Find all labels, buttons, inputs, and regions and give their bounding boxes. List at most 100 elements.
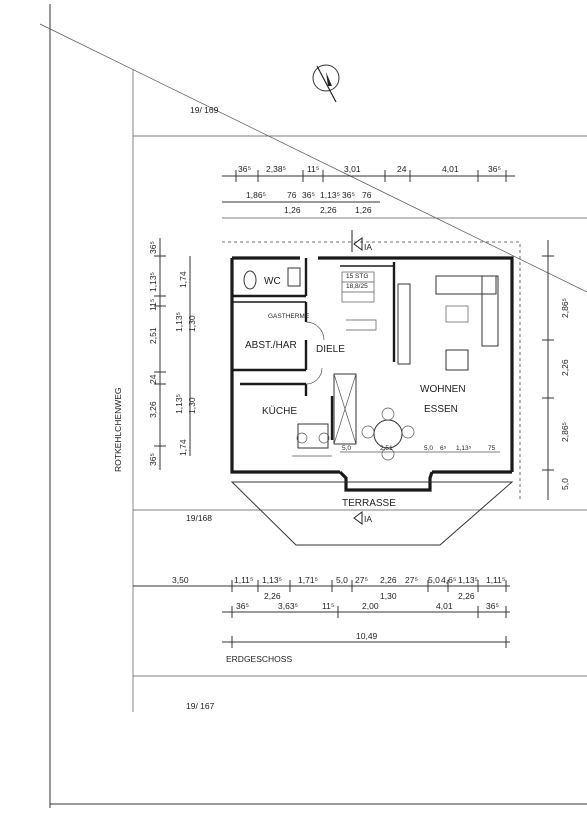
dim-left-inner-e: 1,30 (187, 397, 197, 414)
dim-bottom-1-k: 1,13⁵ (458, 575, 478, 585)
dim-ticks-top (235, 170, 507, 182)
terrace-outline (230, 481, 514, 546)
dim-bottom-2-c: 2,26 (458, 591, 475, 601)
dim-bottom-1-j: 4,6⁵ (441, 575, 456, 585)
dim-inside-f: 75 (488, 445, 496, 452)
room-label-wc: WC (264, 276, 281, 287)
plan-title: ERDGESCHOSS (226, 654, 292, 664)
dim-bottom-1-h: 27⁵ (405, 575, 418, 585)
building-outline (230, 256, 514, 474)
interior-walls (232, 258, 396, 440)
dim-ticks-bottom (231, 580, 507, 648)
dim-top-2-e: 36⁵ (342, 190, 355, 200)
bay-window (338, 470, 434, 492)
north-arrow-icon (312, 64, 340, 103)
dim-inside-e: 1,13⁵ (456, 445, 472, 452)
dim-left-e: 24 (148, 374, 158, 384)
room-label-abst-har: ABST./HAR (245, 340, 297, 351)
dining-table (361, 407, 415, 461)
dim-left-d: 2,51 (148, 327, 158, 344)
dim-top-2-d: 1,13⁵ (320, 190, 340, 200)
sofa (435, 275, 499, 347)
dim-bottom-total: 10,49 (356, 631, 378, 641)
dim-bottom-2-b: 1,30 (380, 591, 397, 601)
door-diele (305, 321, 325, 341)
diagonal-guide-line (39, 23, 587, 293)
parcel-label-south: 19/ 167 (186, 701, 215, 711)
toilet-icon (243, 270, 257, 290)
dim-top-1-b: 2,38⁵ (266, 164, 286, 174)
closet-unit (333, 373, 357, 445)
dim-top-1-a: 36⁵ (238, 164, 251, 174)
dim-top-3-b: 2,26 (320, 205, 337, 215)
dim-bottom-1-i: 5,0 (428, 575, 440, 585)
dim-top-2-b: 76 (287, 190, 297, 200)
room-label-terrasse: TERRASSE (342, 498, 396, 509)
dim-top-1-g: 36⁵ (488, 164, 501, 174)
dim-inside-c: 5,0 (424, 445, 433, 452)
dim-right-b: 2,26 (560, 359, 570, 376)
street-name: ROTKEHLCHENWEG (113, 387, 123, 472)
dim-left-inner-c: 1,30 (187, 315, 197, 332)
dim-left-inner-f: 1,74 (178, 439, 188, 456)
roof-outline (222, 241, 521, 500)
dim-left-inner-a: 1,74 (178, 271, 188, 288)
room-label-essen: ESSEN (424, 404, 458, 415)
dim-right-a: 2,86⁵ (560, 298, 570, 318)
dim-bottom-3-c: 11⁵ (322, 601, 334, 611)
sink-icon (287, 267, 301, 287)
section-marker-top-label: IA (364, 242, 372, 252)
dim-left-f: 3,26 (148, 401, 158, 418)
room-label-diele: DIELE (316, 344, 345, 355)
annotation-stair-steps: 15 STG (346, 273, 368, 280)
dim-left-inner-b: 1,13⁵ (174, 312, 184, 332)
dim-left-inner-d: 1,13⁵ (174, 394, 184, 414)
closet-diagonal-2 (333, 373, 357, 445)
dim-bottom-3-b: 3,63⁵ (278, 601, 298, 611)
annotation-gastherme: GASTHERME (268, 313, 310, 320)
dim-bottom-3-f: 36⁵ (486, 601, 499, 611)
dim-bottom-2-a: 2,26 (264, 591, 281, 601)
dim-top-3-c: 1,26 (355, 205, 372, 215)
dim-left-b: 1,13⁵ (148, 272, 158, 292)
dim-top-1-d: 3,01 (344, 164, 361, 174)
dim-bottom-3-a: 36⁵ (236, 601, 249, 611)
dim-top-1-f: 4,01 (442, 164, 459, 174)
dim-bottom-1-g: 2,26 (380, 575, 397, 585)
section-marker-bottom-label: IA (364, 514, 372, 524)
dim-right-d: 5,0 (560, 478, 570, 490)
section-marker-bottom-icon (353, 511, 363, 525)
dim-bottom-1-b: 1,11⁵ (234, 575, 253, 585)
dim-left-a: 36⁵ (148, 241, 158, 254)
dim-bottom-1-a: 3,50 (172, 575, 189, 585)
dim-bottom-1-d: 1,71⁵ (298, 575, 318, 585)
dim-bottom-1-l: 1,11⁵ (486, 575, 505, 585)
dim-top-1-c: 11⁵ (307, 164, 319, 174)
dim-top-2-c: 36⁵ (302, 190, 315, 200)
annotation-stair-ratio: 18,8/25 (346, 283, 368, 290)
dim-top-1-e: 24 (397, 164, 407, 174)
dim-bottom-3-d: 2,00 (362, 601, 379, 611)
dim-inside-d: 6⁵ (440, 445, 447, 452)
dim-inside-a: 5,0 (342, 445, 351, 452)
kitchen-table (296, 423, 330, 449)
dim-bottom-1-f: 27⁵ (355, 575, 368, 585)
parcel-label-north: 19/ 169 (190, 105, 219, 115)
dim-inside-b: 2,51 (380, 445, 393, 452)
room-label-kueche: KÜCHE (262, 405, 297, 417)
stair (341, 271, 377, 331)
dim-top-2-f: 76 (362, 190, 372, 200)
dim-top-2-a: 1,86⁵ (246, 190, 266, 200)
parcel-label-middle: 19/168 (186, 513, 212, 523)
dim-bottom-1-e: 5,0 (336, 575, 348, 585)
section-marker-top-icon (351, 230, 363, 252)
dim-bottom-3-e: 4,01 (436, 601, 453, 611)
armchair (445, 349, 469, 371)
room-label-wohnen: WOHNEN (420, 384, 466, 395)
shelf-unit (397, 283, 411, 365)
dim-ticks-left (154, 255, 166, 447)
dim-left-g: 36⁵ (148, 453, 158, 466)
dim-right-c: 2,86⁵ (560, 422, 570, 442)
dim-bottom-1-c: 1,13⁵ (262, 575, 282, 585)
